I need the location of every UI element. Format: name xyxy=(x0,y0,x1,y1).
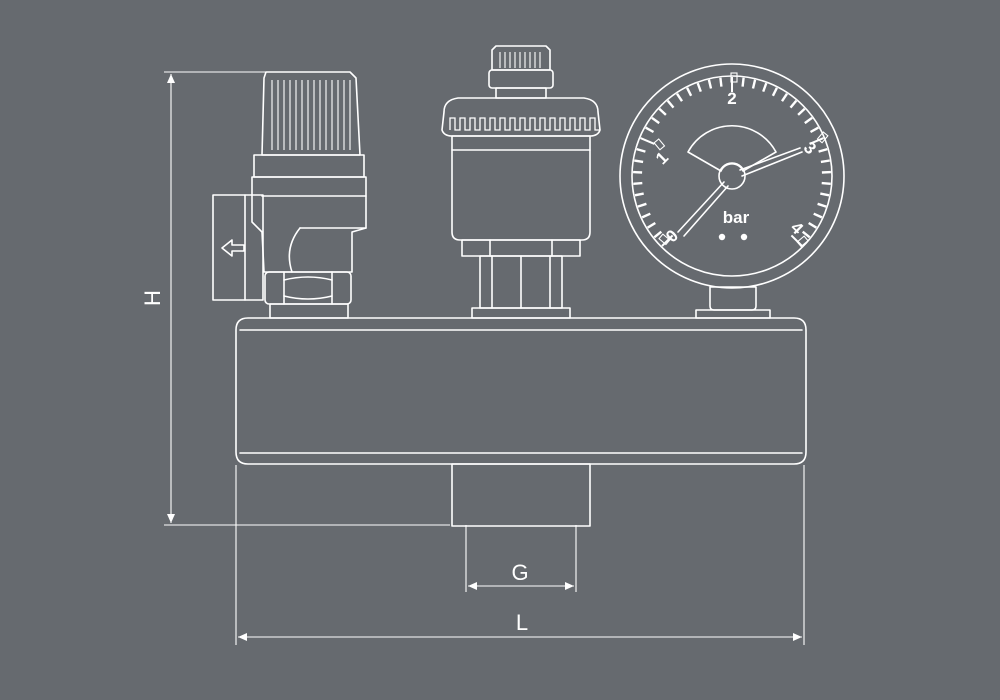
gauge-major-tick xyxy=(640,137,655,145)
safety-valve-cap xyxy=(261,71,361,156)
safety-valve-outlet xyxy=(212,194,264,301)
gauge-unit: bar xyxy=(723,208,750,227)
gauge-minor-tick xyxy=(637,202,647,208)
safety-valve-base xyxy=(269,303,349,319)
gauge-minor-tick xyxy=(645,126,655,134)
bottom-connection xyxy=(451,463,591,527)
gauge-sector xyxy=(687,125,777,172)
gauge-minor-tick xyxy=(751,79,757,89)
gauge-minor-tick xyxy=(809,126,819,134)
gauge-minor-tick xyxy=(762,82,768,93)
dimension-g: G xyxy=(465,525,577,592)
gauge-minor-tick xyxy=(641,212,651,219)
gauge-stem xyxy=(709,286,757,311)
air-vent xyxy=(441,45,601,319)
gauge-minor-tick xyxy=(676,93,683,102)
gauge-screw-left xyxy=(718,233,726,241)
gauge-minor-tick xyxy=(686,87,693,97)
gauge-minor-tick xyxy=(771,87,778,97)
air-vent-knob xyxy=(491,45,551,71)
gauge-minor-tick xyxy=(646,221,656,229)
air-vent-neck xyxy=(461,239,581,257)
gauge-minor-tick xyxy=(781,93,788,102)
cap-crenellation xyxy=(449,117,600,131)
arrow-left-icon xyxy=(221,239,245,257)
g-label: G xyxy=(511,560,528,585)
gauge-minor-tick xyxy=(658,107,667,116)
gauge-label-1: 1 xyxy=(652,148,672,168)
gauge-outer-ring xyxy=(619,63,845,289)
pressure-gauge: 0 1 2 3 4 bar xyxy=(619,63,845,319)
gauge-screw-right xyxy=(740,233,748,241)
air-vent-chamber xyxy=(451,135,591,241)
gauge-minor-tick xyxy=(820,159,830,164)
gauge-minor-tick xyxy=(804,116,813,125)
gauge-minor-tick xyxy=(651,116,660,125)
l-label: L xyxy=(516,610,528,635)
safety-valve xyxy=(212,71,367,319)
gauge-major-tick xyxy=(809,137,824,145)
safety-valve-ring xyxy=(253,154,365,178)
gauge-minor-tick xyxy=(820,192,830,197)
dimension-l: L xyxy=(235,465,805,645)
gauge-minor-tick xyxy=(813,212,823,219)
gauge-minor-tick xyxy=(633,181,643,185)
gauge-base xyxy=(695,309,771,319)
gauge-minor-tick xyxy=(634,159,644,164)
gauge-minor-tick xyxy=(719,77,723,87)
manifold-body xyxy=(235,317,807,527)
gauge-minor-tick xyxy=(707,79,713,89)
gauge-label-2: 2 xyxy=(727,89,736,108)
gauge-minor-tick xyxy=(634,192,644,197)
h-label: H xyxy=(140,290,165,306)
air-vent-base xyxy=(471,307,571,319)
gauge-minor-tick xyxy=(741,77,745,87)
gauge-label-3: 3 xyxy=(800,138,820,158)
gauge-ticks xyxy=(633,77,831,247)
gauge-minor-tick xyxy=(808,221,818,229)
gauge-major-tick xyxy=(661,234,674,247)
dimension-h: H xyxy=(140,71,450,526)
gauge-dial xyxy=(631,75,833,277)
gauge-minor-tick xyxy=(821,181,831,185)
safety-valve-body xyxy=(251,176,367,273)
gauge-minor-tick xyxy=(653,230,663,239)
gauge-minor-tick xyxy=(818,147,828,153)
gauge-minor-tick xyxy=(797,107,806,116)
gauge-minor-tick xyxy=(636,147,646,153)
gauge-needle xyxy=(677,147,803,237)
gauge-major-tick xyxy=(790,234,803,247)
gauge-minor-tick xyxy=(817,202,827,208)
gauge-minor-tick xyxy=(666,99,675,109)
gauge-minor-tick xyxy=(696,82,702,93)
gauge-minor-tick xyxy=(789,99,798,109)
gauge-hub xyxy=(718,162,746,190)
gauge-minor-tick xyxy=(801,230,811,239)
